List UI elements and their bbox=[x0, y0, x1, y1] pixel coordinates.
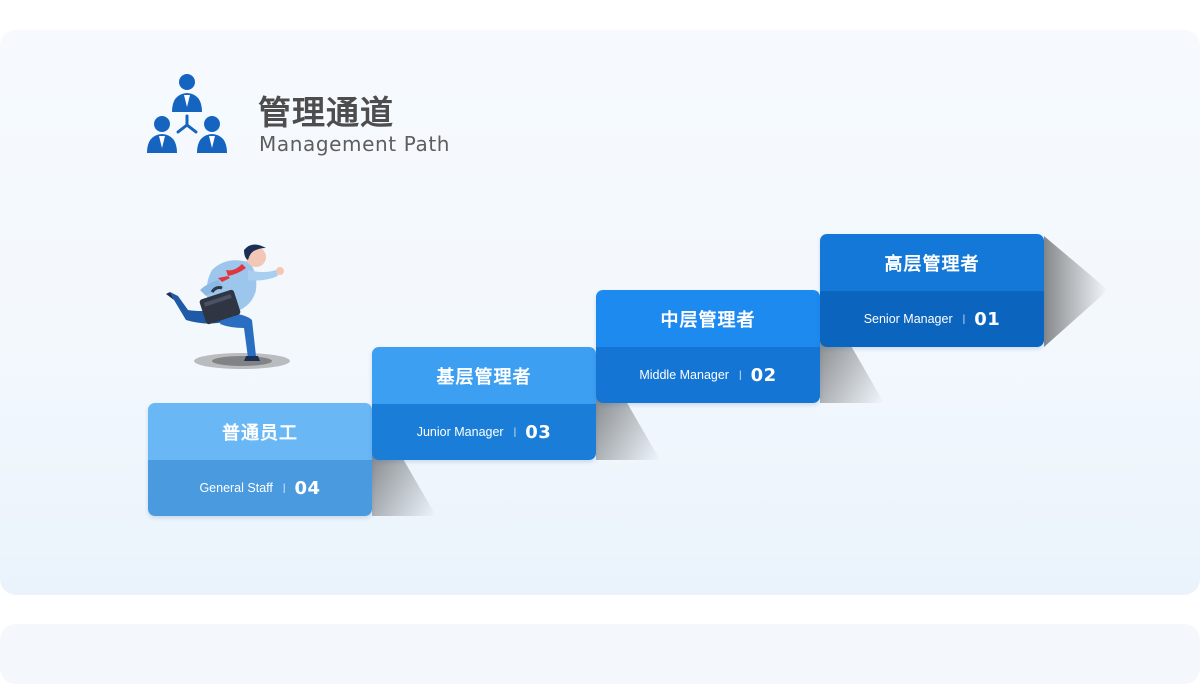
step-junior-manager: 基层管理者 Junior Manager | 03 bbox=[372, 347, 596, 460]
step-english-label: General Staff bbox=[199, 481, 273, 495]
step-separator: | bbox=[962, 313, 966, 325]
step-middle-manager: 中层管理者 Middle Manager | 02 bbox=[596, 290, 820, 403]
step-separator: | bbox=[513, 426, 517, 438]
running-businessman-icon bbox=[166, 244, 290, 369]
step-english-label: Middle Manager bbox=[639, 368, 729, 382]
step-number: 03 bbox=[525, 421, 552, 443]
page-title: 管理通道 bbox=[258, 93, 394, 132]
step-title: 基层管理者 bbox=[372, 347, 596, 404]
step-number: 02 bbox=[750, 364, 777, 386]
step-english-label: Senior Manager bbox=[863, 312, 953, 326]
step-footer: Middle Manager | 02 bbox=[596, 347, 820, 403]
step-separator: | bbox=[282, 482, 286, 494]
step-senior-manager: 高层管理者 Senior Manager | 01 bbox=[820, 234, 1044, 347]
step-footer: General Staff | 04 bbox=[148, 460, 372, 516]
step-separator: | bbox=[738, 369, 742, 381]
step-number: 01 bbox=[974, 308, 1001, 330]
step-english-label: Junior Manager bbox=[416, 425, 504, 439]
step-title: 中层管理者 bbox=[596, 290, 820, 347]
step-title: 高层管理者 bbox=[820, 234, 1044, 291]
step-footer: Senior Manager | 01 bbox=[820, 291, 1044, 347]
step-number: 04 bbox=[294, 477, 321, 499]
step-general-staff: 普通员工 General Staff | 04 bbox=[148, 403, 372, 516]
step-shadow-senior bbox=[1044, 236, 1108, 347]
page-subtitle: Management Path bbox=[259, 132, 451, 156]
step-footer: Junior Manager | 03 bbox=[372, 404, 596, 460]
team-hierarchy-icon bbox=[147, 74, 227, 153]
step-title: 普通员工 bbox=[148, 403, 372, 460]
